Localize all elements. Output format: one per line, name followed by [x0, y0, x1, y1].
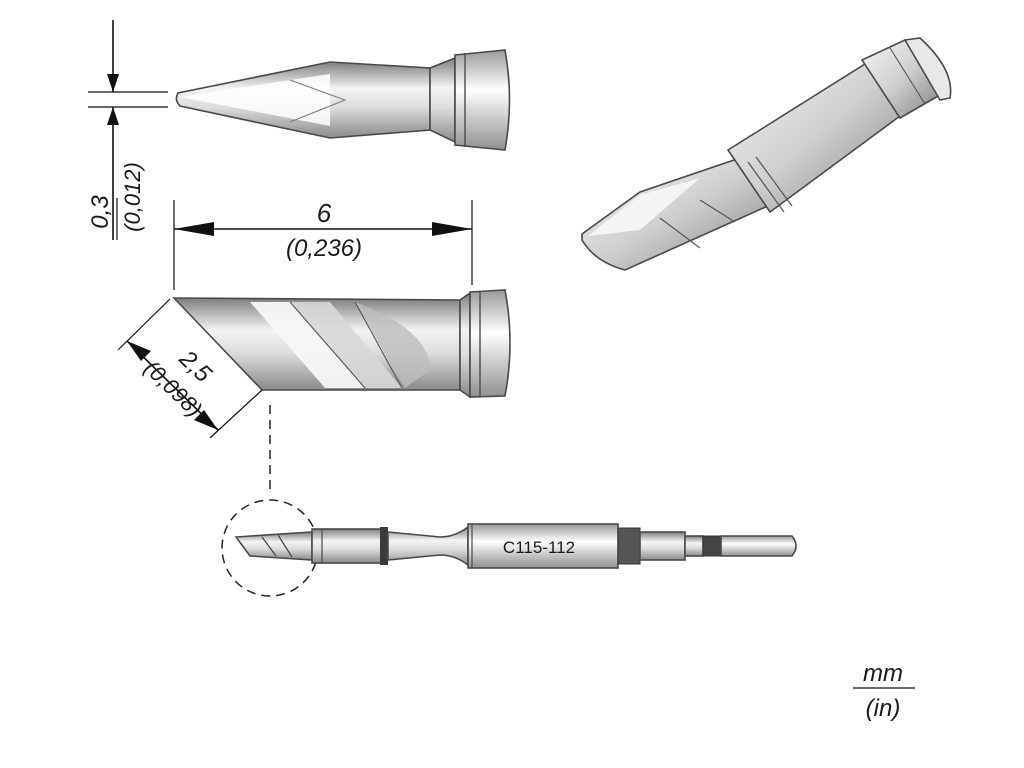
units-in-label: (in)	[866, 695, 901, 722]
part-number-label: C115-112	[503, 538, 575, 557]
width-mm-label: 0,3	[87, 195, 114, 229]
blade-dimension	[117, 298, 263, 439]
width-dimension	[88, 20, 168, 240]
length-mm-label: 6	[317, 198, 332, 228]
length-dimension	[173, 200, 473, 290]
units-mm-label: mm	[863, 660, 903, 687]
perspective-view	[581, 37, 952, 271]
full-cartridge	[234, 523, 797, 569]
length-in-label: (0,236)	[286, 235, 362, 262]
width-in-label: (0,012)	[120, 162, 145, 232]
top-view-tip	[175, 49, 511, 151]
side-view-blade	[172, 289, 511, 399]
